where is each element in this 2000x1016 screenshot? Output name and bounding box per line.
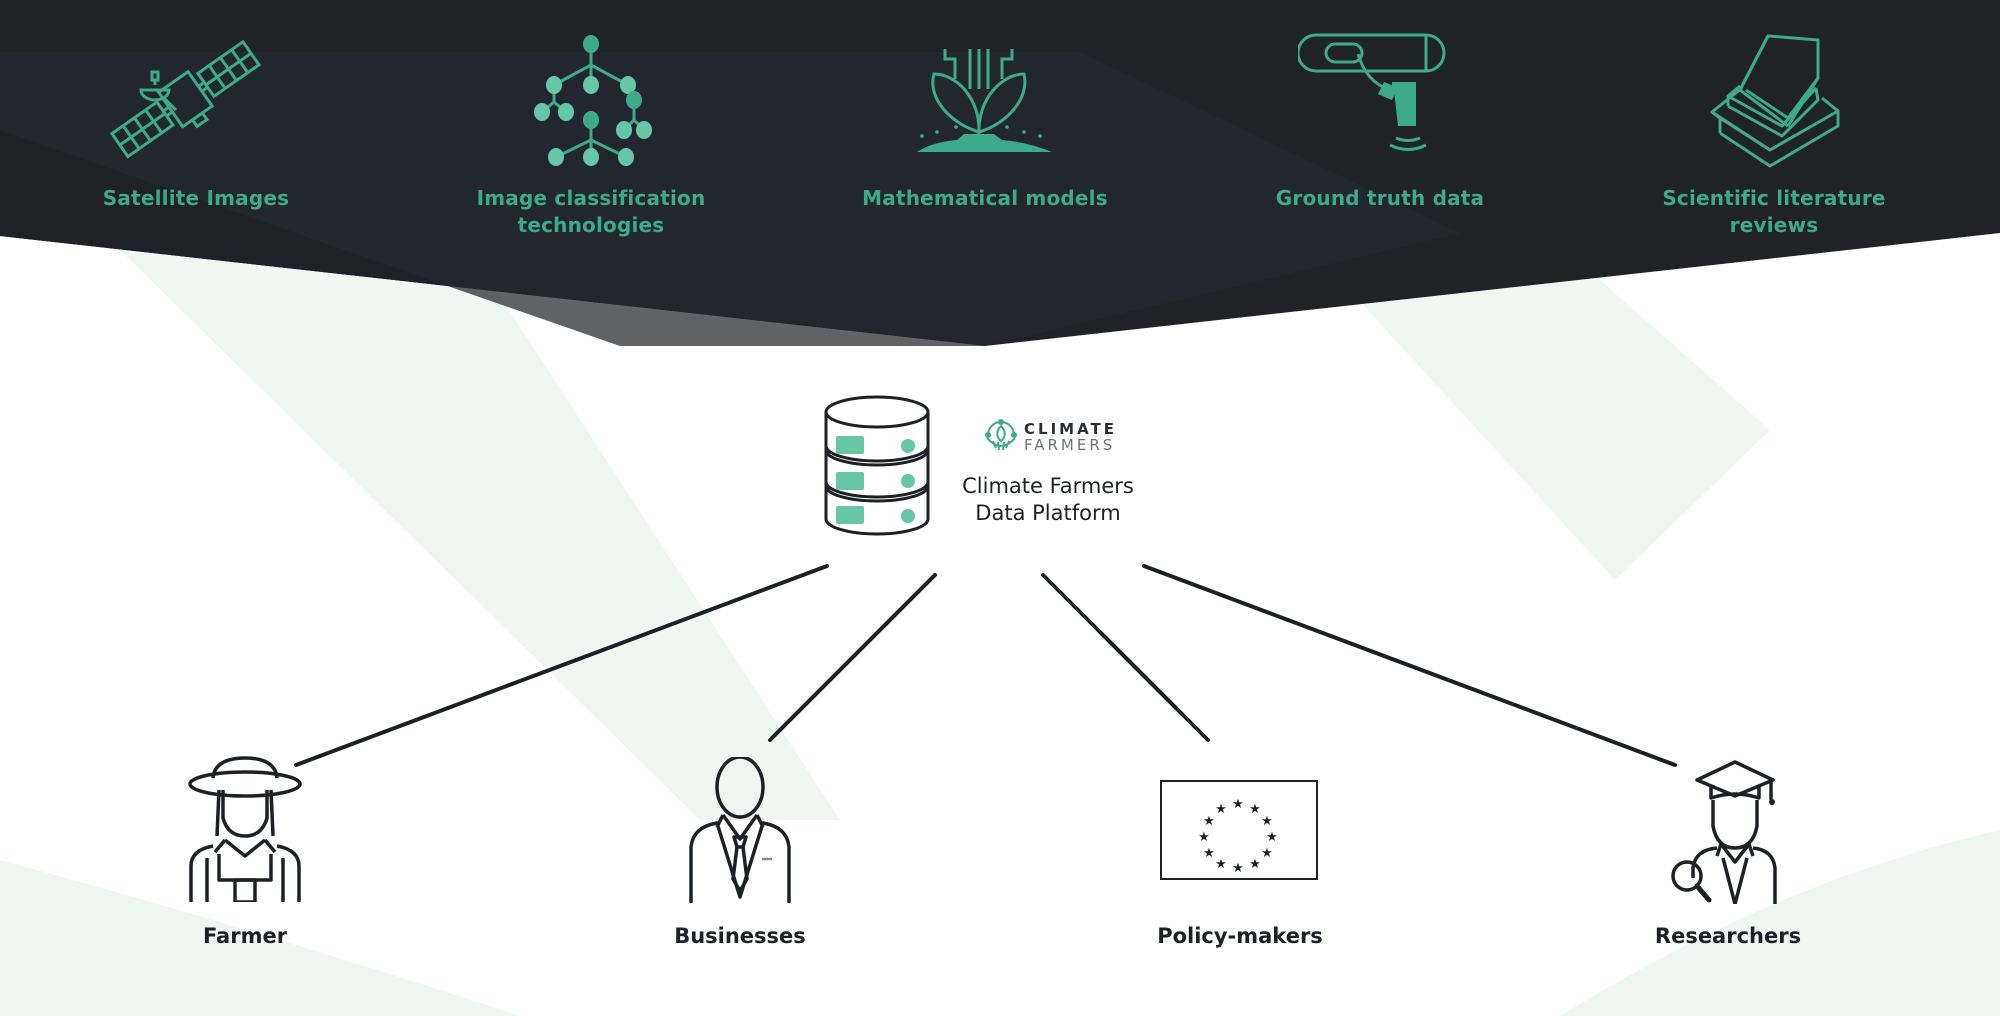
svg-text:★: ★ (1261, 846, 1273, 861)
bg-curve-right (1560, 830, 2000, 1016)
svg-text:★: ★ (1266, 830, 1278, 845)
svg-text:★: ★ (1261, 814, 1273, 829)
sprout-circuit-icon (917, 49, 1052, 152)
researcher-icon (1671, 760, 1777, 904)
books-stack-icon (1710, 34, 1840, 168)
source-label-line1: Image classification (476, 186, 706, 210)
audience-label-policy-makers: Policy-makers (1157, 924, 1323, 948)
svg-text:★: ★ (1203, 846, 1215, 861)
farmer-icon (188, 756, 302, 902)
source-label-line1: Ground truth data (1275, 186, 1485, 210)
database-icon (824, 395, 930, 536)
dark-band-shade-2 (0, 130, 985, 346)
svg-text:★: ★ (1203, 814, 1215, 829)
source-label-line1: Satellite Images (102, 186, 290, 210)
eu-flag-icon: ★★★ ★★★ ★★★ ★★★ (1160, 780, 1318, 880)
soil-sensor-icon (1298, 33, 1446, 151)
source-label-line2: reviews (1729, 213, 1819, 237)
platform-title: Climate Farmers Data Platform (908, 473, 1188, 527)
svg-text:★: ★ (1215, 802, 1227, 817)
source-label-line1: Mathematical models (862, 186, 1108, 210)
audience-label-researchers: Researchers (1654, 924, 1802, 948)
businessman-icon (689, 757, 791, 903)
source-label-literature: Scientific literature reviews (1614, 185, 1934, 239)
satellite-icon (109, 39, 262, 159)
svg-text:★: ★ (1215, 857, 1227, 872)
svg-text:★: ★ (1232, 797, 1244, 812)
source-label-line2: technologies (517, 213, 665, 237)
svg-text:★: ★ (1232, 861, 1244, 876)
platform-title-line2: Data Platform (975, 501, 1121, 525)
connector-businesses (768, 573, 937, 742)
source-label-ground-truth: Ground truth data (1220, 185, 1540, 212)
connector-researchers (1142, 564, 1677, 767)
climate-farmers-logo-icon (985, 419, 1017, 451)
svg-text:★: ★ (1249, 802, 1261, 817)
bg-stripe-left (120, 250, 840, 820)
svg-text:★: ★ (1198, 830, 1210, 845)
bg-curve-left (0, 860, 520, 1016)
source-label-math-models: Mathematical models (825, 185, 1145, 212)
logo-text-climate: CLIMATE (1024, 420, 1117, 438)
connector-farmer (294, 564, 829, 767)
source-label-line1: Scientific literature (1662, 186, 1886, 210)
audience-label-businesses: Businesses (674, 924, 806, 948)
source-label-satellite: Satellite Images (36, 185, 356, 212)
connector-policy-makers (1041, 573, 1210, 742)
logo-text-farmers: FARMERS (1024, 436, 1116, 454)
audience-label-farmer: Farmer (202, 924, 288, 948)
network-tree-icon (534, 35, 652, 166)
eu-stars-icon: ★★★ ★★★ ★★★ ★★★ (1198, 797, 1278, 876)
source-label-image-classification: Image classification technologies (431, 185, 751, 239)
svg-text:★: ★ (1249, 857, 1261, 872)
platform-title-line1: Climate Farmers (962, 474, 1134, 498)
bg-stripe-right (1340, 280, 1770, 580)
